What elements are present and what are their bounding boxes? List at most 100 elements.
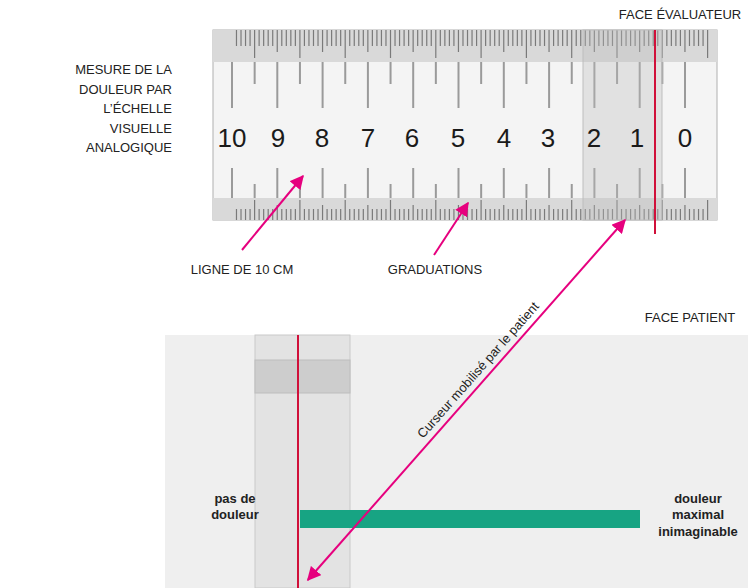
graduation-tick [254, 184, 256, 198]
mm-tick [526, 200, 527, 220]
graduation-tick [435, 62, 437, 84]
ruler-evaluator-face: FACE ÉVALUATEUR109876543210 [215, 30, 715, 220]
mm-tick [567, 209, 568, 220]
mm-tick [376, 209, 377, 220]
mm-tick [467, 209, 468, 220]
graduation-tick [571, 184, 573, 198]
mm-tick [562, 30, 563, 46]
mm-tick [426, 209, 427, 220]
mm-tick [326, 209, 327, 220]
face-title: FACE ÉVALUATEUR [619, 7, 741, 23]
face-title: FACE PATIENT [645, 310, 736, 326]
mm-tick [675, 30, 676, 46]
mm-tick [535, 209, 536, 220]
graduation-tick [390, 62, 392, 84]
graduation-tick [480, 184, 482, 198]
mm-tick [453, 30, 454, 46]
mm-tick [580, 30, 581, 46]
graduation-tick [525, 184, 527, 198]
mm-tick [698, 209, 699, 220]
graduation-tick [458, 168, 460, 198]
mm-tick [277, 30, 278, 52]
mm-tick [702, 30, 703, 46]
mm-tick [308, 30, 309, 46]
green-bar [300, 510, 640, 528]
mm-tick [268, 30, 269, 46]
mm-tick [558, 30, 559, 46]
mm-tick [372, 30, 373, 46]
scale-end-label: pas de douleur [195, 491, 275, 524]
mm-tick [580, 209, 581, 220]
mm-tick [304, 30, 305, 46]
cursor-link-arrow [308, 220, 625, 580]
mm-tick [544, 30, 545, 46]
mm-tick [317, 209, 318, 220]
mm-tick [440, 30, 441, 46]
mm-tick [471, 30, 472, 46]
graduation-tick [367, 168, 369, 198]
mm-tick [417, 209, 418, 220]
mm-tick [254, 200, 255, 220]
mm-tick [345, 200, 346, 220]
mm-tick [517, 30, 518, 46]
mm-tick [259, 30, 260, 46]
mm-tick [245, 209, 246, 220]
mm-tick [503, 30, 504, 52]
mm-tick [508, 30, 509, 46]
mm-tick [539, 209, 540, 220]
scale-number: 7 [361, 122, 375, 155]
graduation-tick [412, 62, 414, 108]
mm-tick [367, 205, 368, 220]
graduation-tick [231, 168, 233, 198]
graduation-tick [525, 62, 527, 84]
graduation-tick [684, 168, 686, 198]
mm-tick [408, 30, 409, 46]
mm-tick [544, 209, 545, 220]
mm-tick [403, 30, 404, 46]
mm-tick [376, 30, 377, 46]
mm-tick [363, 30, 364, 46]
mm-tick [707, 200, 708, 220]
mm-tick [666, 30, 667, 46]
mm-tick [381, 30, 382, 46]
mm-tick [326, 30, 327, 46]
mm-tick [553, 209, 554, 220]
mm-tick [394, 30, 395, 46]
mm-tick [689, 209, 690, 220]
graduation-tick [480, 62, 482, 84]
leader-arrow [242, 176, 303, 250]
mm-tick [281, 209, 282, 220]
mm-tick [290, 209, 291, 220]
graduation-tick [458, 62, 460, 108]
mm-tick [671, 30, 672, 46]
mm-tick [476, 209, 477, 220]
mm-tick [684, 30, 685, 52]
mm-tick [458, 30, 459, 52]
mm-tick [680, 30, 681, 46]
mm-tick [313, 209, 314, 220]
mm-tick [390, 200, 391, 220]
mm-tick [390, 30, 391, 58]
mm-tick [521, 30, 522, 46]
graduation-tick [344, 184, 346, 198]
mm-tick [240, 30, 241, 46]
mm-tick [548, 205, 549, 220]
mm-tick [363, 209, 364, 220]
mm-tick [322, 30, 323, 52]
mm-tick [299, 200, 300, 220]
graduation-tick [231, 62, 233, 108]
mm-tick [354, 209, 355, 220]
scale-end-label: douleur maximal inimaginable [653, 491, 743, 540]
mm-tick [385, 209, 386, 220]
mm-tick [702, 209, 703, 220]
mm-tick [571, 30, 572, 58]
mm-tick [526, 30, 527, 58]
mm-tick [313, 30, 314, 46]
part-label: LIGNE DE 10 CM [182, 260, 302, 280]
scale-number: 4 [497, 122, 511, 155]
cursor-line [654, 30, 656, 234]
scale-number: 1 [630, 122, 644, 155]
mm-tick [517, 209, 518, 220]
ruler-ticks [232, 30, 708, 220]
mm-tick [467, 30, 468, 46]
